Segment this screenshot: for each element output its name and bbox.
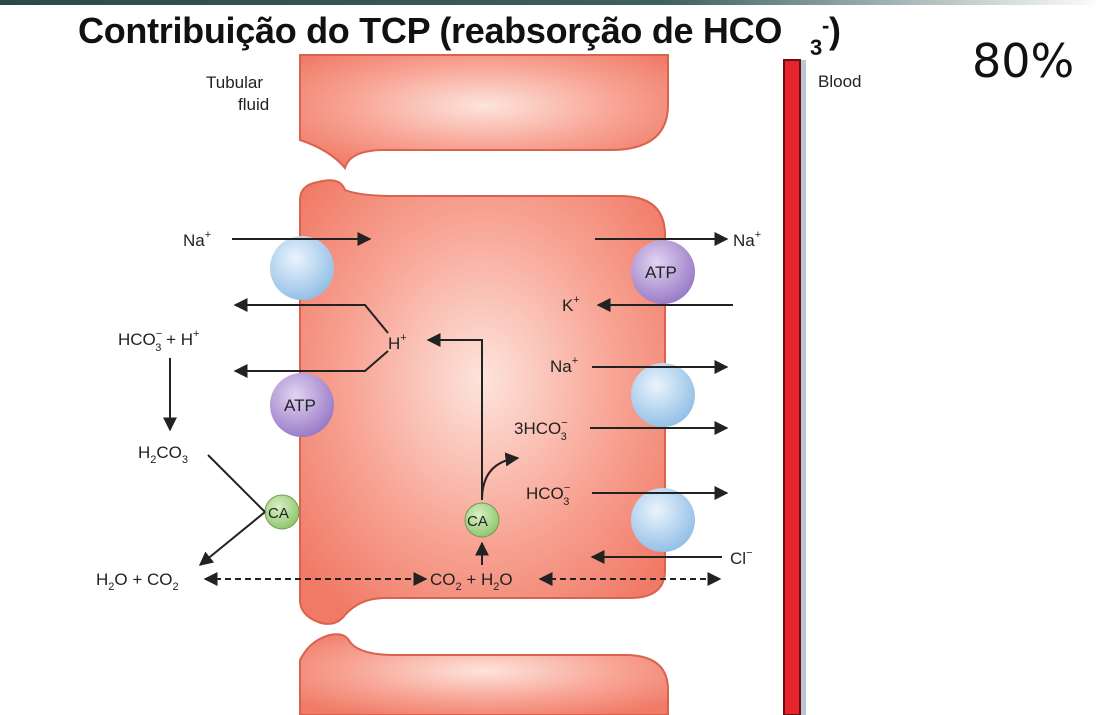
blood-vessel-outline	[801, 60, 806, 715]
percentage-label: 80%	[972, 34, 1075, 88]
na-luminal-label: Na+	[183, 229, 211, 250]
basolateral-atp-label: ATP	[645, 263, 677, 282]
blood-label: Blood	[818, 72, 861, 91]
slide-top-bar	[0, 0, 1104, 5]
basolateral-atp-pump	[631, 240, 695, 304]
h-from-dissociation-arrow	[426, 333, 483, 500]
title-text: Contribuição do TCP (reabsorção de HCO	[78, 10, 783, 51]
basolateral-hco3-cl-exchanger	[631, 488, 695, 552]
top-cell	[299, 54, 669, 171]
na-basolateral-label: Na+	[550, 355, 578, 376]
luminal-atp-label: ATP	[284, 396, 316, 415]
h-secretion-arrow-lower	[233, 350, 389, 378]
luminal-atp-pump	[270, 373, 334, 437]
na-basolateral-top-label: Na+	[733, 229, 761, 250]
h2co3-label: H2CO3	[138, 443, 188, 466]
cytosolic-ca-label: CA	[467, 513, 488, 530]
h2o-co2-luminal-label: H2O + CO2	[96, 570, 179, 593]
bottom-cell	[299, 633, 669, 715]
k-label: K+	[562, 294, 580, 315]
blood-vessel	[783, 59, 801, 715]
h2co3-to-ca-arrow	[207, 454, 266, 513]
cl-label: Cl−	[730, 547, 753, 568]
cytosolic-carbonic-anhydrase	[464, 502, 500, 538]
title-superscript: -	[821, 13, 829, 38]
slide-title: Contribuição do TCP (reabsorção de HCO 3-…	[78, 10, 841, 60]
luminal-ca-label: CA	[268, 505, 289, 522]
co2-h2o-cytosol-label: CO2 + H2O	[430, 570, 513, 593]
tubular-fluid-label: Tubular	[206, 73, 263, 92]
basolateral-na-hco3-cotransporter	[631, 363, 695, 427]
hco3-plus-h-label: HCO−3 + H+	[118, 328, 199, 354]
tubular-fluid-label-2: fluid	[238, 95, 269, 114]
three-hco3-label: 3HCO−3	[514, 417, 568, 443]
hco3-basolateral-label: HCO−3	[526, 482, 570, 508]
h-cytosol-label: H+	[388, 332, 407, 353]
title-close-paren: )	[829, 10, 841, 51]
h-secretion-arrow-upper	[233, 298, 389, 334]
ca-to-h2o-co2-arrow	[198, 511, 266, 566]
title-subscript: 3	[810, 35, 822, 60]
luminal-na-channel	[270, 236, 334, 300]
hco3-from-dissociation-arrow	[481, 452, 520, 501]
